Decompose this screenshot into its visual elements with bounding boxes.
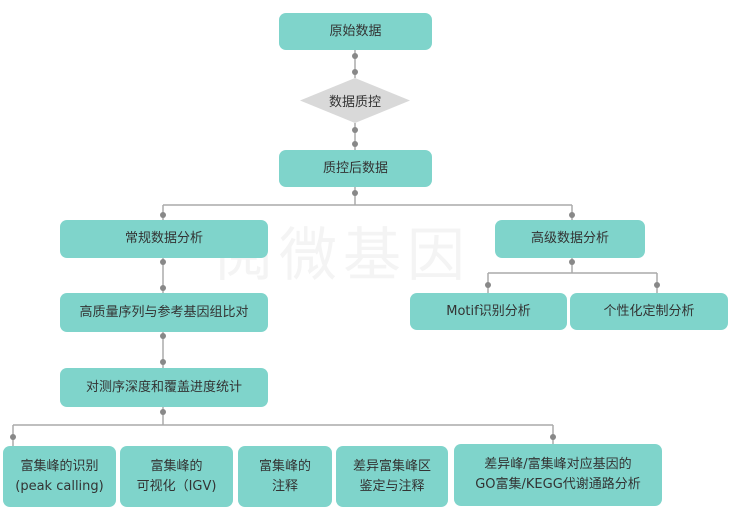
- node-label: 高质量序列与参考基因组比对: [79, 304, 249, 320]
- node-label: (peak calling): [15, 478, 104, 494]
- node-label: Motif识别分析: [446, 303, 531, 319]
- node-label: 对测序深度和覆盖进度统计: [85, 379, 242, 395]
- node-standard-analysis: 常规数据分析: [60, 220, 268, 258]
- node-label: 注释: [271, 478, 298, 494]
- node-label: 数据质控: [328, 95, 381, 110]
- node-label: GO富集/KEGG代谢通路分析: [475, 477, 641, 492]
- node-label: 个性化定制分析: [603, 303, 695, 319]
- node-label: 高级数据分析: [530, 231, 609, 246]
- node-depth-coverage: 对测序深度和覆盖进度统计: [60, 368, 268, 407]
- node-label: 富集峰的识别: [20, 458, 99, 474]
- node-motif: Motif识别分析: [410, 293, 567, 330]
- node-clean-data: 质控后数据: [279, 150, 432, 187]
- node-label: 鉴定与注释: [359, 478, 425, 494]
- node-label: 富集峰的: [258, 458, 311, 474]
- node-label: 质控后数据: [322, 160, 388, 176]
- node-igv: 富集峰的 可视化（IGV): [120, 446, 233, 507]
- node-label: 富集峰的: [150, 458, 203, 474]
- node-peak-annotation: 富集峰的 注释: [238, 446, 332, 507]
- node-advanced-analysis: 高级数据分析: [495, 220, 645, 258]
- node-peak-calling: 富集峰的识别 (peak calling): [3, 446, 116, 507]
- node-alignment: 高质量序列与参考基因组比对: [60, 293, 268, 332]
- node-raw-data: 原始数据: [279, 13, 432, 50]
- node-custom: 个性化定制分析: [570, 293, 728, 330]
- node-label: 差异峰/富集峰对应基因的: [484, 457, 632, 472]
- node-go-kegg: 差异峰/富集峰对应基因的 GO富集/KEGG代谢通路分析: [454, 444, 662, 506]
- node-label: 差异富集峰区: [352, 458, 431, 474]
- node-diff-peak: 差异富集峰区 鉴定与注释: [336, 446, 448, 507]
- node-qc-decision: 数据质控: [300, 78, 410, 123]
- node-label: 常规数据分析: [124, 231, 203, 246]
- node-label: 原始数据: [329, 23, 382, 39]
- node-label: 可视化（IGV): [136, 478, 217, 494]
